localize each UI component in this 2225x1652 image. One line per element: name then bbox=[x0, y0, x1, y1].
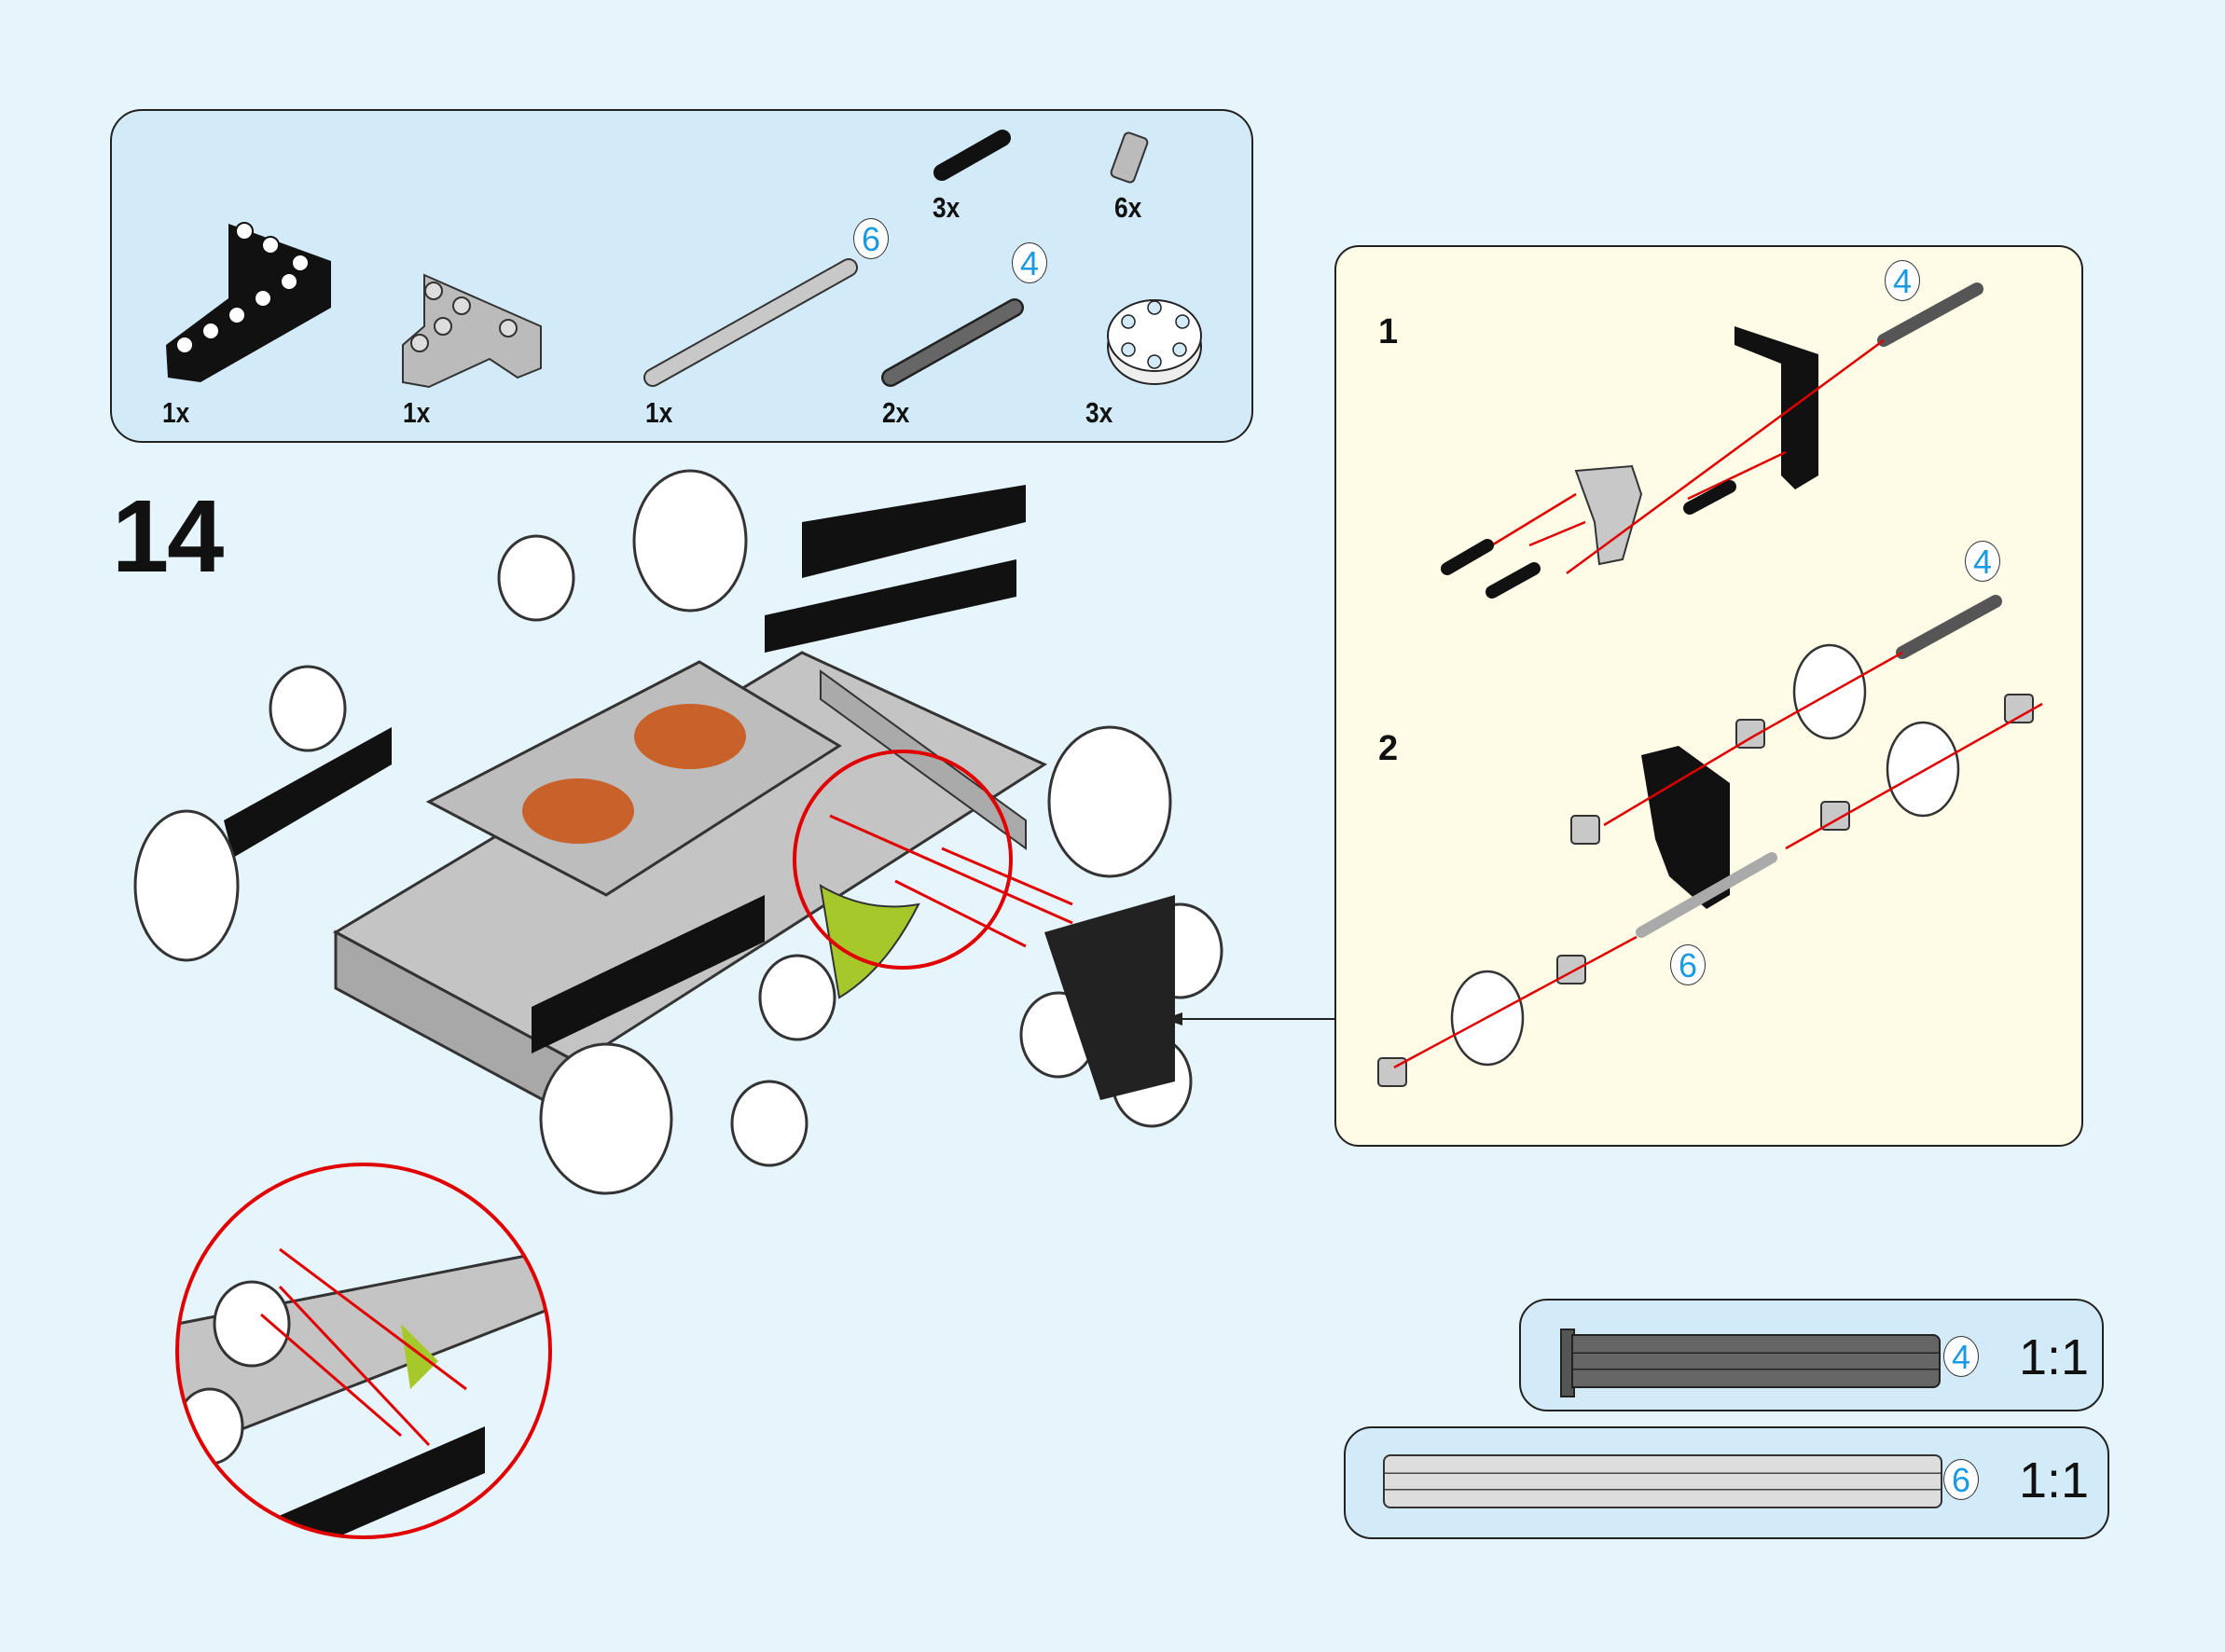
axle-6-ratio: 1:1 bbox=[2019, 1452, 2090, 1508]
qty-wheel-hub: 3x bbox=[1085, 396, 1113, 429]
qty-t-beam: 1x bbox=[403, 396, 431, 429]
axle-4-ratio: 1:1 bbox=[2019, 1329, 2090, 1385]
sub-assembly-attach bbox=[1044, 895, 1175, 1100]
step-number: 14 bbox=[112, 479, 224, 594]
axle-4-scale-guide: 4 1:1 bbox=[1519, 1299, 2104, 1411]
sub-step-1-drawing bbox=[1441, 282, 1983, 599]
bush-part bbox=[1110, 131, 1149, 184]
axle-6-actual-size bbox=[1383, 1454, 1942, 1508]
qty-axle-6: 1x bbox=[645, 396, 673, 429]
axle-6-callout: 6 bbox=[1943, 1459, 1979, 1500]
qty-l-beam: 1x bbox=[162, 396, 190, 429]
axle-4-callout: 4 bbox=[1943, 1336, 1979, 1377]
sub-step-2-drawing bbox=[1377, 595, 2043, 1087]
pin-part bbox=[933, 130, 1011, 181]
sub-step-1-number: 1 bbox=[1378, 312, 1399, 351]
axle-6-scale-guide: 6 1:1 bbox=[1344, 1426, 2109, 1539]
sub-step-2-number: 2 bbox=[1378, 729, 1399, 768]
wheels bbox=[133, 469, 1223, 1195]
length-callout-4: 4 bbox=[1012, 242, 1047, 283]
qty-bush: 6x bbox=[1114, 191, 1142, 224]
qty-axle-4: 2x bbox=[882, 396, 910, 429]
highlight-circle bbox=[793, 750, 1013, 970]
t-beam-part bbox=[402, 273, 542, 389]
l-beam-part bbox=[166, 222, 331, 382]
qty-pin: 3x bbox=[933, 191, 960, 224]
sub-callout-4-a: 4 bbox=[1885, 260, 1920, 301]
insert-arrows bbox=[829, 814, 1073, 948]
axle-4-actual-size bbox=[1571, 1334, 1941, 1388]
inset-detail bbox=[175, 1163, 552, 1539]
sub-callout-6: 6 bbox=[1670, 944, 1706, 985]
length-callout-6: 6 bbox=[853, 218, 889, 259]
sub-callout-4-b: 4 bbox=[1965, 541, 2000, 582]
chassis bbox=[224, 485, 1048, 1122]
wheel-hub-part bbox=[1107, 299, 1202, 385]
